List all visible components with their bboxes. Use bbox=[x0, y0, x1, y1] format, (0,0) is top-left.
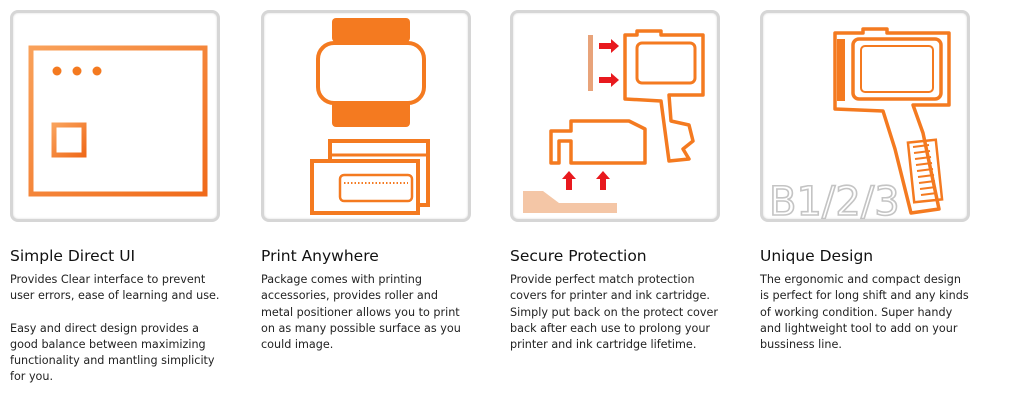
browser-window-icon bbox=[28, 45, 208, 197]
feature-paragraph: Easy and direct design provides a good b… bbox=[10, 321, 215, 384]
feature-tile bbox=[510, 10, 720, 222]
feature-title: Unique Design bbox=[760, 247, 874, 265]
feature-paragraph: The ergonomic and compact design is perf… bbox=[760, 273, 969, 352]
feature-title: Print Anywhere bbox=[261, 247, 379, 265]
model-badge: B1/2/3 bbox=[769, 179, 900, 219]
feature-paragraph: Provides Clear interface to prevent user… bbox=[10, 273, 220, 303]
feature-paragraph: Package comes with printing accessories,… bbox=[261, 273, 461, 352]
printer-accessories-icon bbox=[310, 18, 430, 215]
feature-paragraph: Provide perfect match protection covers … bbox=[510, 273, 718, 352]
feature-card-print-anywhere: Print Anywhere Package comes with printi… bbox=[261, 10, 477, 353]
handheld-printer-icon: B1/2/3 bbox=[768, 27, 951, 219]
protection-covers-icon bbox=[523, 29, 705, 213]
feature-card-simple-direct-ui: Simple Direct UI Provides Clear interfac… bbox=[10, 10, 226, 386]
feature-description: The ergonomic and compact design is perf… bbox=[760, 272, 972, 353]
feature-description: Provide perfect match protection covers … bbox=[510, 272, 722, 353]
feature-description: Package comes with printing accessories,… bbox=[261, 272, 473, 353]
feature-card-secure-protection: Secure Protection Provide perfect match … bbox=[510, 10, 726, 353]
feature-card-unique-design: B1/2/3 Unique Design The ergonomic and c… bbox=[760, 10, 976, 353]
feature-tile bbox=[10, 10, 220, 222]
feature-title: Secure Protection bbox=[510, 247, 647, 265]
feature-tile bbox=[261, 10, 471, 222]
feature-title: Simple Direct UI bbox=[10, 247, 136, 265]
feature-description: Provides Clear interface to prevent user… bbox=[10, 272, 222, 386]
feature-tile: B1/2/3 bbox=[760, 10, 970, 222]
